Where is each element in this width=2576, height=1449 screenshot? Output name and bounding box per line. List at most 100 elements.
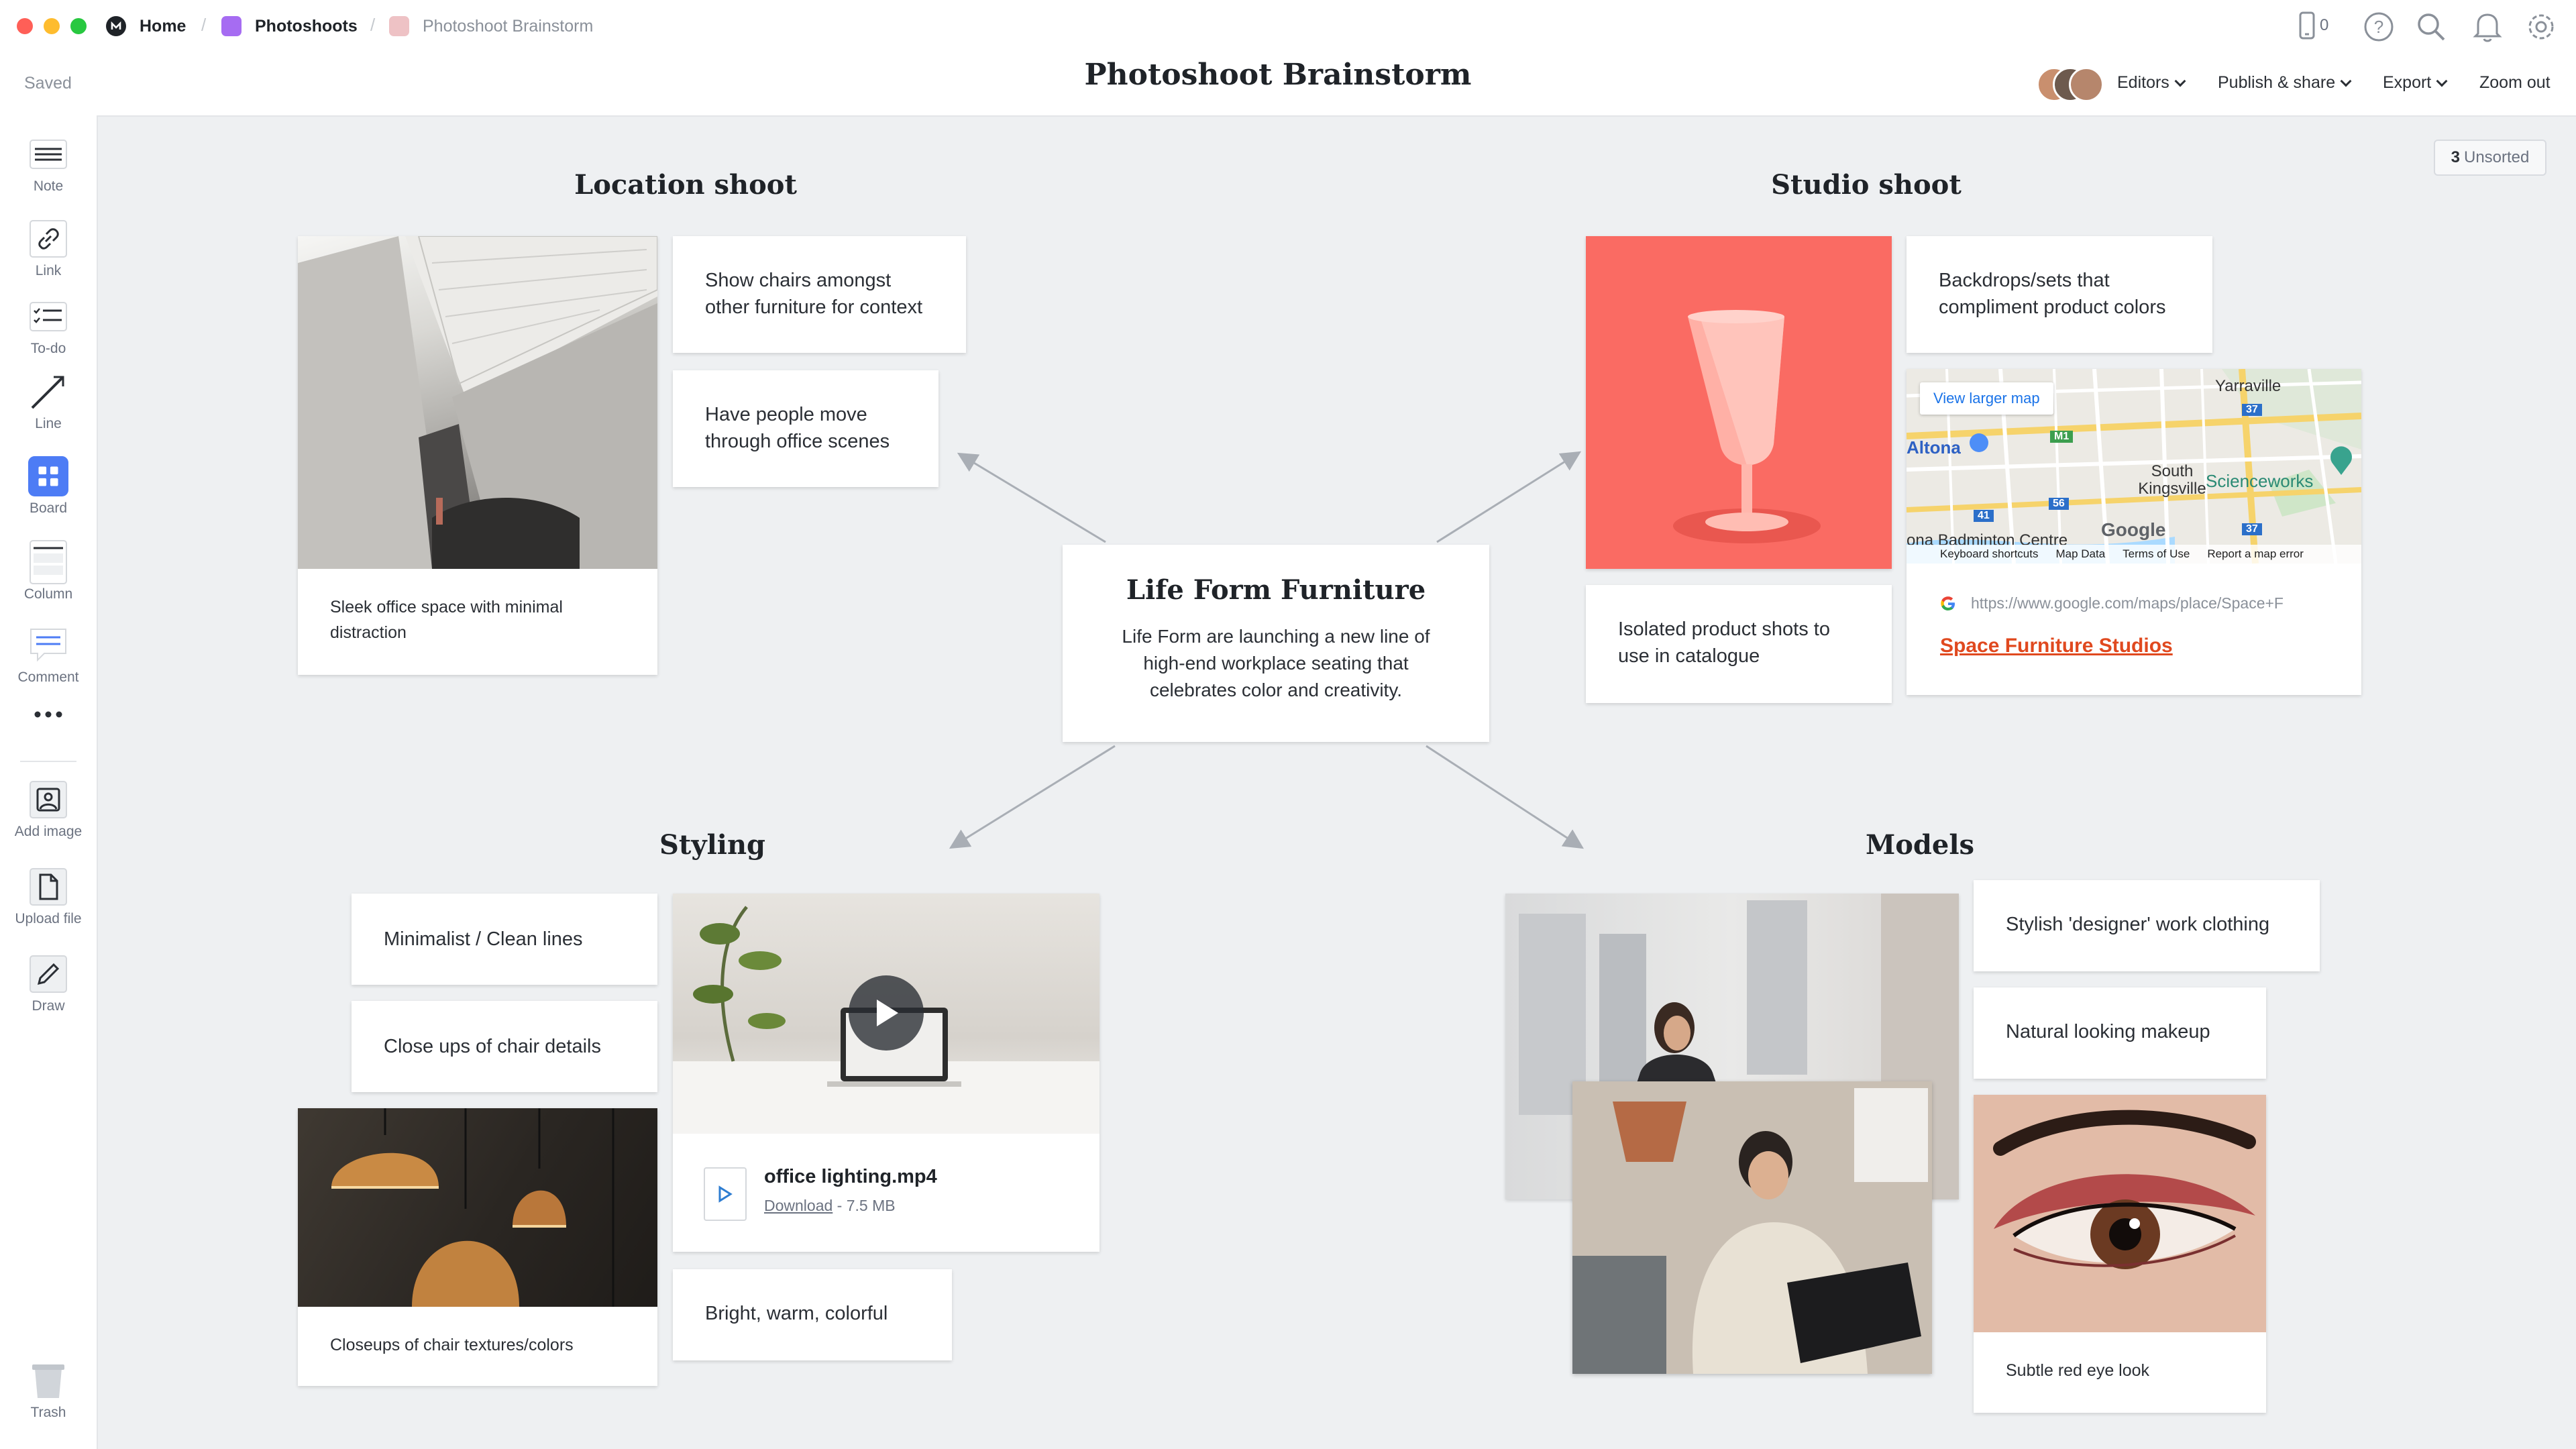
board-square-icon xyxy=(389,16,409,36)
milanote-logo-icon xyxy=(106,16,126,36)
minimize-window-button[interactable] xyxy=(44,18,60,34)
breadcrumb-home[interactable]: Home xyxy=(106,13,186,39)
wine-glass-photo[interactable] xyxy=(1586,236,1892,569)
center-card[interactable]: Life Form Furniture Life Form are launch… xyxy=(1063,545,1489,742)
file-meta: Download - 7.5 MB xyxy=(764,1197,896,1215)
export-menu[interactable]: Export xyxy=(2383,73,2448,93)
tool-upload-file[interactable]: Upload file xyxy=(0,867,97,927)
tool-label: Board xyxy=(29,500,68,516)
image-caption: Closeups of chair textures/colors xyxy=(330,1336,574,1354)
breadcrumb-label: Home xyxy=(140,16,186,36)
tool-line[interactable]: Line xyxy=(0,372,97,432)
link-url-row: https://www.google.com/maps/place/Space+… xyxy=(1940,594,2284,612)
center-card-title: Life Form Furniture xyxy=(1126,574,1426,606)
image-card-office[interactable]: Sleek office space with minimal distract… xyxy=(298,236,657,675)
gear-icon[interactable] xyxy=(2525,11,2557,43)
office-photo xyxy=(298,236,657,569)
comment-icon xyxy=(30,629,66,662)
play-button[interactable] xyxy=(849,975,924,1051)
board-icon xyxy=(28,456,68,496)
image-card-eye[interactable]: Subtle red eye look xyxy=(1974,1095,2266,1413)
map-link-card[interactable]: View larger map Altona Yarraville South … xyxy=(1907,369,2361,695)
note-card[interactable]: Minimalist / Clean lines xyxy=(352,894,657,985)
map-label: Altona xyxy=(1907,437,1961,458)
view-larger-map-button[interactable]: View larger map xyxy=(1920,382,2053,415)
map-footer-link[interactable]: Report a map error xyxy=(2207,547,2304,560)
column-icon xyxy=(30,540,67,584)
help-icon[interactable]: ? xyxy=(2363,11,2395,43)
image-card-lamps[interactable]: Closeups of chair textures/colors xyxy=(298,1108,657,1386)
more-dots-icon xyxy=(34,711,62,718)
video-thumbnail[interactable] xyxy=(673,894,1099,1134)
breadcrumb-photoshoots[interactable]: Photoshoots xyxy=(221,13,358,39)
section-heading-models: Models xyxy=(1865,829,1975,861)
road-badge: 37 xyxy=(2242,523,2262,535)
breadcrumb-separator: / xyxy=(370,15,376,35)
arrow-to-models[interactable] xyxy=(1426,745,1585,849)
google-g-icon xyxy=(1941,596,1955,610)
bell-icon[interactable] xyxy=(2473,11,2502,43)
tool-column[interactable]: Column xyxy=(0,540,97,602)
link-icon xyxy=(30,220,67,258)
section-heading-location: Location shoot xyxy=(574,169,797,201)
video-file-card[interactable]: office lighting.mp4 Download - 7.5 MB xyxy=(673,894,1099,1252)
map-label: South Kingsville xyxy=(2138,462,2206,498)
tool-board[interactable]: Board xyxy=(0,456,97,517)
tool-comment[interactable]: Comment xyxy=(0,625,97,686)
note-card[interactable]: Isolated product shots to use in catalog… xyxy=(1586,585,1892,703)
man-laptop-photo[interactable] xyxy=(1572,1081,1932,1374)
editors-label: Editors xyxy=(2117,73,2169,92)
tool-label: Add image xyxy=(14,824,83,839)
zoom-label: Zoom out xyxy=(2479,73,2551,92)
arrow-to-studio[interactable] xyxy=(1436,451,1582,543)
notification-count: 0 xyxy=(2320,16,2329,34)
note-card[interactable]: Stylish 'designer' work clothing xyxy=(1974,880,2320,971)
close-window-button[interactable] xyxy=(17,18,33,34)
maximize-window-button[interactable] xyxy=(70,18,87,34)
editors-menu[interactable]: Editors xyxy=(2117,73,2186,93)
tool-note[interactable]: Note xyxy=(0,134,97,195)
breadcrumb-label: Photoshoots xyxy=(255,16,358,36)
top-bar: Home / Photoshoots / Photoshoot Brainsto… xyxy=(0,0,2576,117)
breadcrumb-current[interactable]: Photoshoot Brainstorm xyxy=(389,13,593,39)
editor-avatars[interactable] xyxy=(2037,67,2104,102)
publish-share-menu[interactable]: Publish & share xyxy=(2218,73,2352,93)
note-card[interactable]: Backdrops/sets that compliment product c… xyxy=(1907,236,2212,353)
section-heading-styling: Styling xyxy=(659,829,766,861)
zoom-out-button[interactable]: Zoom out xyxy=(2479,73,2551,93)
map-label: Scienceworks xyxy=(2206,471,2314,491)
note-card[interactable]: Show chairs amongst other furniture for … xyxy=(673,236,966,353)
mobile-notifications-button[interactable]: 0 xyxy=(2298,11,2328,40)
tool-label: Comment xyxy=(17,669,79,685)
map-footer-link[interactable]: Keyboard shortcuts xyxy=(1940,547,2039,560)
note-card[interactable]: Natural looking makeup xyxy=(1974,987,2266,1079)
page-title[interactable]: Photoshoot Brainstorm xyxy=(1084,58,1472,92)
map-footer-link[interactable]: Terms of Use xyxy=(2123,547,2190,560)
space-furniture-link[interactable]: Space Furniture Studios xyxy=(1940,635,2173,657)
tool-link[interactable]: Link xyxy=(0,219,97,279)
tool-draw[interactable]: Draw xyxy=(0,954,97,1014)
file-name[interactable]: office lighting.mp4 xyxy=(764,1166,937,1187)
trash-button[interactable]: Trash xyxy=(0,1360,97,1421)
map-footer-link[interactable]: Map Data xyxy=(2055,547,2106,560)
arrow-to-location[interactable] xyxy=(957,452,1106,543)
download-link[interactable]: Download xyxy=(764,1197,833,1214)
tool-add-image[interactable]: Add image xyxy=(0,780,97,840)
note-card[interactable]: Have people move through office scenes xyxy=(673,370,938,487)
note-card[interactable]: Bright, warm, colorful xyxy=(673,1269,952,1360)
image-caption: Sleek office space with minimal distract… xyxy=(330,598,563,642)
google-map[interactable]: View larger map Altona Yarraville South … xyxy=(1907,369,2361,564)
note-card[interactable]: Close ups of chair details xyxy=(352,1001,657,1092)
more-tools-button[interactable] xyxy=(0,704,97,724)
search-icon[interactable] xyxy=(2415,11,2447,43)
trash-icon xyxy=(32,1364,64,1398)
wine-glass-art xyxy=(1673,310,1821,543)
tool-label: Line xyxy=(35,416,62,431)
note-icon xyxy=(30,140,67,169)
file-size: - 7.5 MB xyxy=(833,1197,896,1214)
road-badge: 37 xyxy=(2242,404,2262,416)
office-architecture-art xyxy=(298,236,657,569)
tool-todo[interactable]: To-do xyxy=(0,297,97,357)
arrow-to-styling[interactable] xyxy=(949,745,1116,849)
